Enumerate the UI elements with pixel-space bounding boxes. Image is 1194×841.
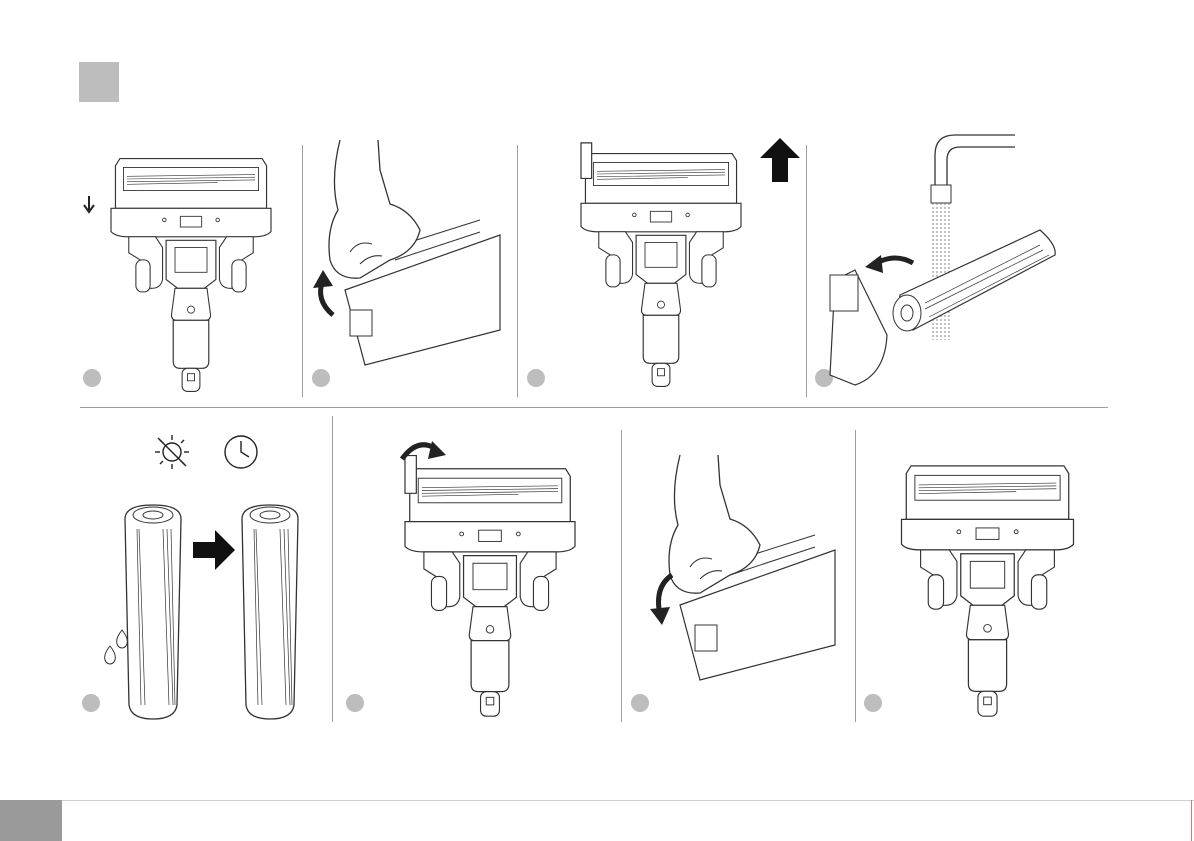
step-number-3 <box>527 369 545 387</box>
column-divider <box>517 145 518 397</box>
curved-arrow-icon <box>398 437 448 465</box>
water-drop-icon <box>100 630 130 666</box>
step-number-7 <box>631 694 649 712</box>
column-divider <box>621 430 622 722</box>
step-number-2 <box>312 369 330 387</box>
wet-brush-roll-illustration <box>125 505 181 719</box>
sun-icon <box>154 434 190 470</box>
hand-lifting-latch-illustration <box>305 140 505 370</box>
clock-icon <box>222 433 260 471</box>
arrow-up-icon <box>760 138 800 182</box>
page-number-tab <box>0 800 62 841</box>
column-divider <box>332 416 333 722</box>
dry-brush-roll-illustration <box>242 505 298 719</box>
page-edge-marker <box>1191 800 1192 841</box>
floorhead-illustration-step3 <box>566 150 756 390</box>
hand-closing-latch-illustration <box>640 455 840 685</box>
floorhead-illustration-step6 <box>390 465 590 720</box>
column-divider <box>855 430 856 722</box>
arrow-right-icon <box>193 530 235 570</box>
row-divider <box>80 407 1108 408</box>
rinse-brush-roll-illustration <box>825 135 1065 375</box>
floorhead-illustration-step8 <box>890 462 1085 720</box>
column-divider <box>806 145 807 397</box>
step-number-8 <box>864 694 882 712</box>
section-marker <box>79 62 119 102</box>
footer-divider <box>0 800 1194 801</box>
step-number-6 <box>346 694 364 712</box>
arrow-down-icon <box>82 196 96 216</box>
floorhead-illustration-step1 <box>96 155 286 395</box>
column-divider <box>302 145 303 397</box>
step-number-5 <box>82 694 100 712</box>
